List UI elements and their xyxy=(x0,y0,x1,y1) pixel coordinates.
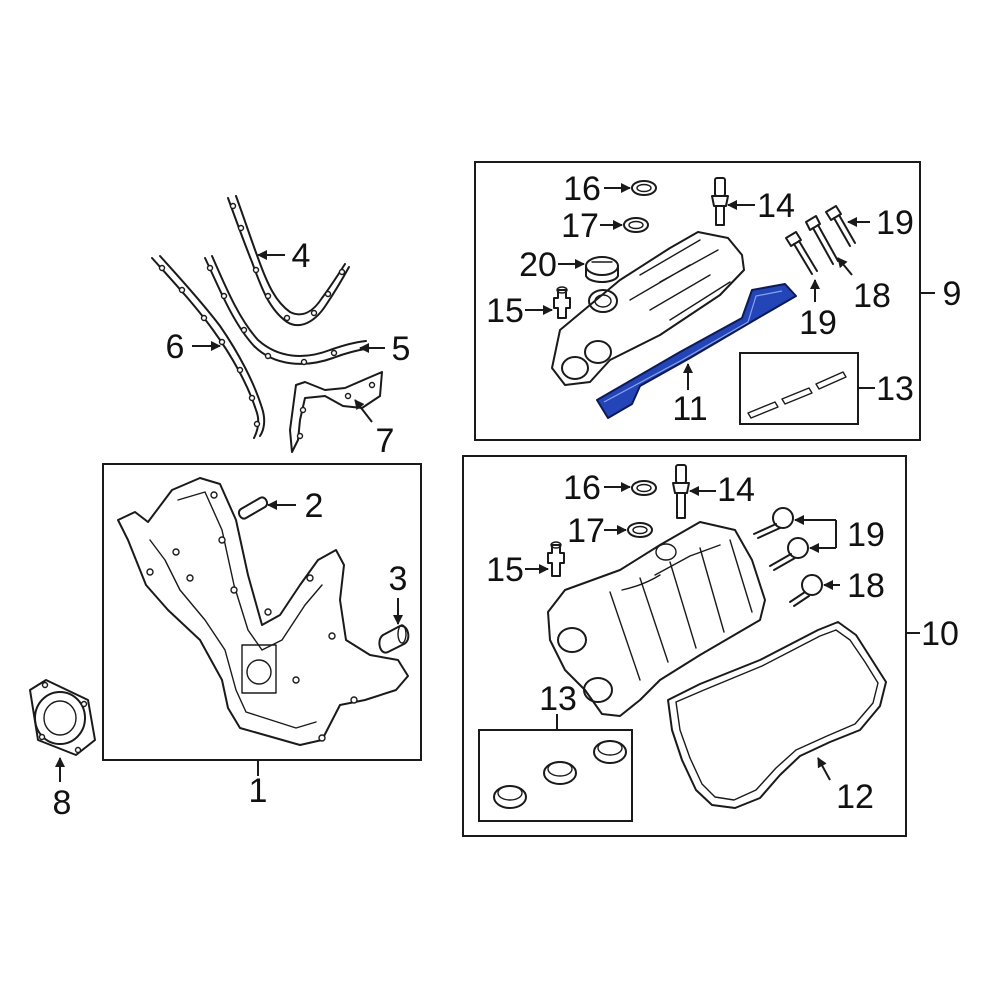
dowel-pin[interactable] xyxy=(237,496,269,520)
callout-15-upper: 15 xyxy=(486,292,524,330)
bolt-19-lower-bottom[interactable] xyxy=(769,537,809,571)
o-ring-16-upper[interactable] xyxy=(631,180,657,196)
o-ring-16-lower[interactable] xyxy=(631,480,657,496)
callout-2: 2 xyxy=(305,487,324,525)
right-valve-cover-box xyxy=(474,161,921,441)
bolt-18-lower[interactable] xyxy=(789,574,823,607)
gasket-5[interactable] xyxy=(204,255,371,366)
bolt-19-lower-top[interactable] xyxy=(753,507,794,539)
callout-labels: 1 2 3 4 5 6 7 8 9 10 11 12 13 13 14 14 1… xyxy=(53,170,962,822)
callout-10: 10 xyxy=(921,615,959,653)
callout-14-upper: 14 xyxy=(757,187,795,225)
stud-14-upper[interactable] xyxy=(711,177,729,226)
bolt-19-upper-right[interactable] xyxy=(825,205,856,247)
gasket-inset-box-lower xyxy=(478,729,633,822)
o-ring-17-lower[interactable] xyxy=(627,522,653,538)
callout-13-lower: 13 xyxy=(539,680,577,718)
bolt-18-upper[interactable] xyxy=(805,215,839,265)
right-valve-cover[interactable] xyxy=(551,231,745,386)
callout-16-lower: 16 xyxy=(563,469,601,507)
gasket-7[interactable] xyxy=(289,371,383,453)
callout-17-lower: 17 xyxy=(567,512,605,550)
callout-13-upper: 13 xyxy=(876,370,914,408)
callout-17-upper: 17 xyxy=(561,207,599,245)
callout-18-upper: 18 xyxy=(853,277,891,315)
oil-filler-cap[interactable] xyxy=(585,256,619,283)
callout-19-upper-right: 19 xyxy=(876,204,914,242)
callout-6: 6 xyxy=(166,328,185,366)
spark-plug-tube-seals-lower[interactable] xyxy=(493,740,627,809)
timing-cover-box xyxy=(102,463,422,761)
valve-cover-gasket[interactable] xyxy=(667,621,887,809)
gasket-highlight-inner xyxy=(603,290,783,403)
callout-20: 20 xyxy=(519,246,557,284)
callout-16-upper: 16 xyxy=(563,170,601,208)
callout-1: 1 xyxy=(249,772,268,810)
left-valve-cover-box xyxy=(462,455,907,837)
sleeve[interactable] xyxy=(378,624,410,654)
o-ring-16-lower-inner xyxy=(636,483,652,493)
o-ring-17-upper-inner xyxy=(628,220,644,230)
sensor-15-upper[interactable] xyxy=(553,286,571,319)
callout-7: 7 xyxy=(376,422,395,460)
gasket-inset-box-upper xyxy=(739,352,859,425)
callout-8: 8 xyxy=(53,784,72,822)
callout-11: 11 xyxy=(672,390,707,428)
callout-12: 12 xyxy=(836,778,874,816)
callout-19-upper-left: 19 xyxy=(799,304,837,342)
o-ring-17-lower-inner xyxy=(632,525,648,535)
leader-lines xyxy=(55,183,935,782)
left-valve-cover[interactable] xyxy=(547,521,766,717)
callout-5: 5 xyxy=(392,330,411,368)
spark-plug-tube-seals-upper[interactable] xyxy=(747,371,847,419)
callout-3: 3 xyxy=(389,560,408,598)
callout-4: 4 xyxy=(292,237,311,275)
stud-14-lower[interactable] xyxy=(672,464,690,519)
o-ring-17-upper[interactable] xyxy=(623,217,649,233)
gasket-6[interactable] xyxy=(151,255,266,439)
bolt-19-upper-left[interactable] xyxy=(785,231,818,275)
callout-15-lower: 15 xyxy=(486,551,524,589)
callout-18-lower: 18 xyxy=(847,567,885,605)
sensor-15-lower[interactable] xyxy=(547,541,565,577)
o-ring-16-upper-inner xyxy=(636,183,652,193)
callout-9: 9 xyxy=(943,275,962,313)
callout-19-lower: 19 xyxy=(847,516,885,554)
timing-cover[interactable] xyxy=(117,477,409,746)
gasket-4[interactable] xyxy=(227,195,350,327)
crankshaft-seal[interactable] xyxy=(29,679,96,756)
callout-14-lower: 14 xyxy=(717,471,755,509)
